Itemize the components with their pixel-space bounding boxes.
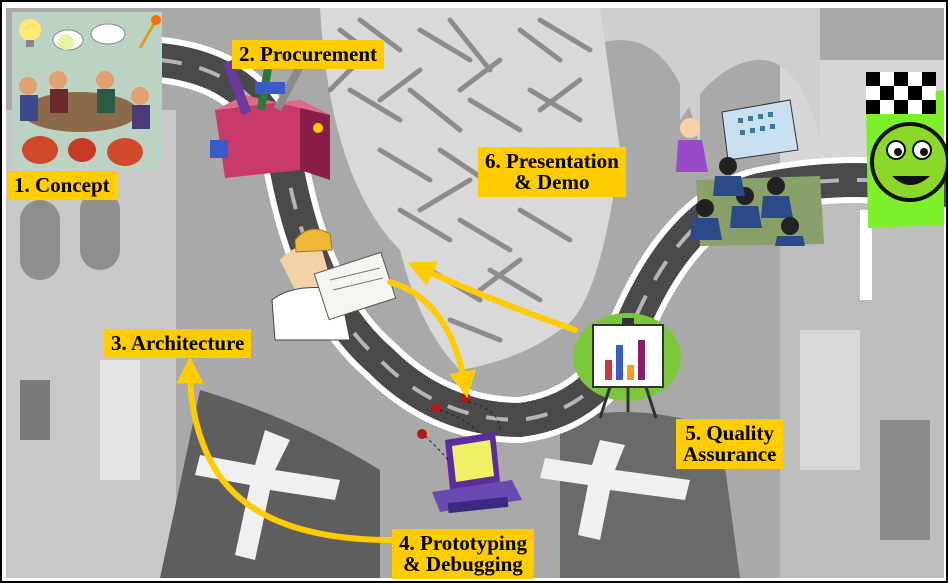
arrow-prototyping-to-architecture [176,356,395,543]
chart-easel-icon [573,313,681,419]
arrow-architecture-to-prototyping [387,279,476,399]
architect-icon [271,228,397,341]
process-arrows [176,261,578,543]
buggy-computer-icon [417,393,522,514]
arrow-qa-to-architecture [407,261,578,333]
audience-presentation-icon [676,99,824,246]
meeting-icon [12,12,162,170]
checkered-flag-mascot-icon [866,72,948,228]
step-concept-label: 1. Concept [7,171,117,200]
step-presentation-label: 6. Presentation & Demo [478,147,626,197]
toolbox-icon [210,49,330,180]
step-quality-assurance-label: 5. Quality Assurance [676,419,784,469]
lower-streets [160,390,740,578]
step-procurement-label: 2. Procurement [232,40,385,69]
step-architecture-label: 3. Architecture [104,329,252,358]
step-prototyping-label: 4. Prototyping & Debugging [392,529,534,579]
